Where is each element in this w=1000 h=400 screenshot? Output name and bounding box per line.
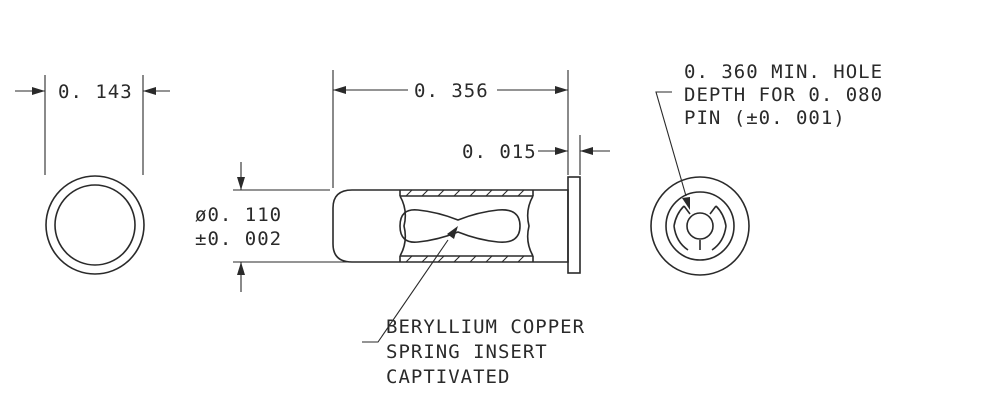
hole-note-line1: 0. 360 MIN. HOLE (684, 61, 883, 83)
insert-note-line3: CAPTIVATED (386, 366, 510, 388)
insert-leader (362, 239, 449, 343)
hatching-bottom (405, 255, 525, 263)
insert-note-line1: BERYLLIUM COPPER (386, 316, 585, 338)
end-view-right (650, 91, 750, 276)
end-view-left: 0. 143 (15, 75, 170, 275)
body-diameter-dim: ø0. 110 (195, 204, 282, 226)
insert-note-line2: SPRING INSERT (386, 341, 548, 363)
hole-note: 0. 360 MIN. HOLE DEPTH FOR 0. 080 PIN (±… (684, 61, 883, 129)
hole-leader (655, 91, 687, 197)
spring-insert-inner (399, 209, 521, 243)
spring-insert (399, 195, 534, 257)
hole-note-line3: PIN (±0. 001) (684, 107, 846, 129)
flange-thickness-dim: 0. 015 (462, 141, 537, 163)
hatching-top (405, 189, 525, 197)
body-diameter-tol: ±0. 002 (195, 228, 282, 250)
length-dim: 0. 356 (414, 80, 489, 102)
side-view: 0. 356 0. 015 ø0. 110 ±0. 002 (195, 70, 610, 343)
insert-note: BERYLLIUM COPPER SPRING INSERT CAPTIVATE… (386, 316, 585, 388)
outer-diameter-dim: 0. 143 (58, 81, 133, 103)
spring-fingers (673, 205, 727, 251)
hole-note-line2: DEPTH FOR 0. 080 (684, 84, 883, 106)
